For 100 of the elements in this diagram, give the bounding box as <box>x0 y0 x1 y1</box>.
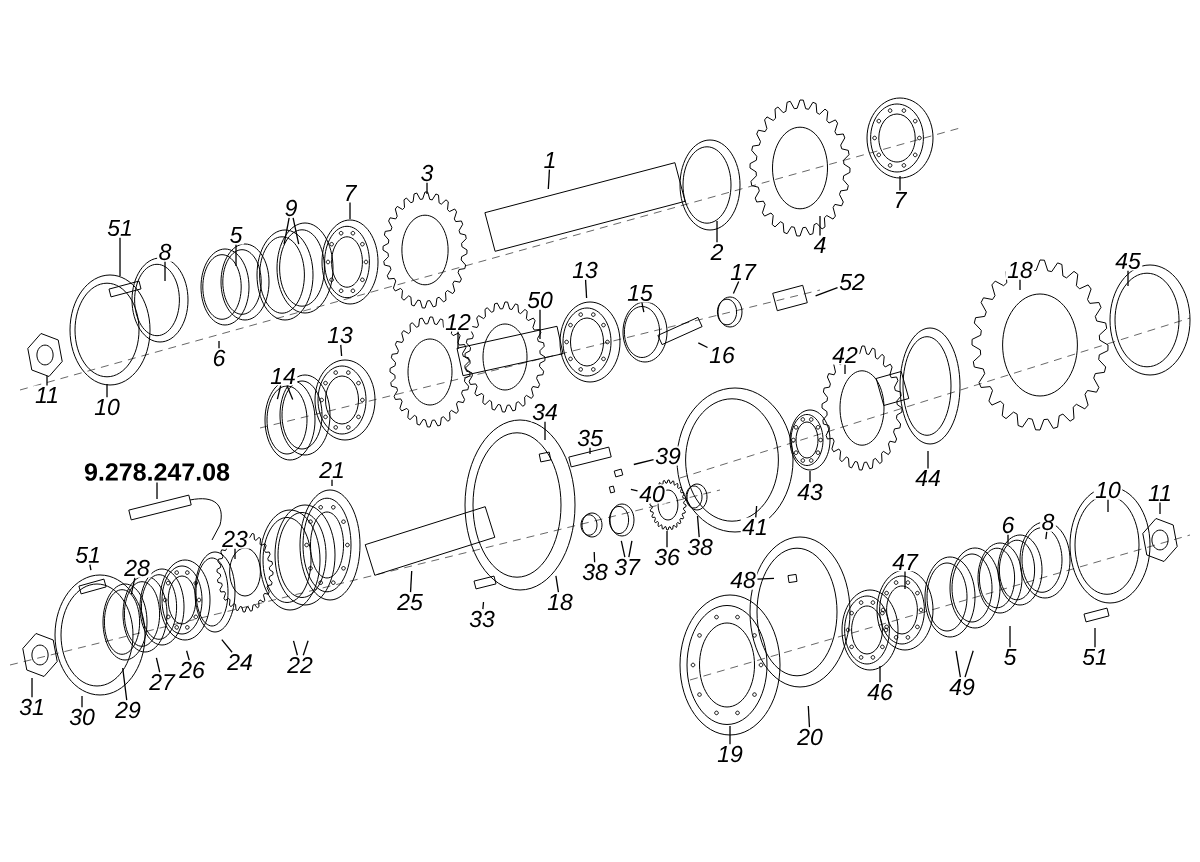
leader-line <box>1007 534 1009 545</box>
leader-line <box>349 201 351 220</box>
leader-line <box>46 375 48 387</box>
leader-line <box>31 677 33 698</box>
callout-number: 43 <box>795 482 825 502</box>
leader-line <box>221 639 233 653</box>
callout-number: 5 <box>228 225 244 245</box>
callout-number: 30 <box>67 707 97 727</box>
callout-number: 8 <box>1040 512 1056 532</box>
leader-line <box>1045 531 1048 540</box>
leader-line <box>666 530 668 548</box>
callout-number: 10 <box>92 397 122 417</box>
leader-line <box>593 551 596 563</box>
leader-line <box>584 279 588 299</box>
leader-line <box>218 340 220 349</box>
leader-line <box>283 217 290 245</box>
leader-line <box>716 220 718 243</box>
callout-number: 39 <box>653 446 683 466</box>
leader-line <box>1159 501 1161 515</box>
leader-line <box>589 447 591 455</box>
callout-number: 16 <box>707 345 737 365</box>
callout-number: 38 <box>580 562 610 582</box>
leader-line <box>814 286 839 297</box>
leader-line <box>899 175 901 192</box>
leader-line <box>156 481 158 500</box>
callout-number: 49 <box>947 677 977 697</box>
leader-line <box>696 515 700 538</box>
callout-number: 35 <box>575 428 605 448</box>
callout-number: 2 <box>709 242 725 262</box>
leader-line <box>630 488 639 492</box>
leader-line <box>331 479 333 487</box>
leader-line <box>1107 499 1109 513</box>
leader-line <box>879 665 881 683</box>
leader-line <box>106 383 108 398</box>
leader-line <box>1127 270 1129 287</box>
callout-number: 21 <box>317 460 347 480</box>
leader-line <box>340 344 343 357</box>
leader-line <box>697 342 709 349</box>
callout-number: 42 <box>830 345 860 365</box>
leader-line <box>844 364 846 375</box>
leader-line <box>292 217 300 245</box>
leader-line <box>409 570 413 593</box>
callout-number: 26 <box>177 660 207 680</box>
callout-number: 31 <box>17 697 47 717</box>
leader-line <box>155 657 161 673</box>
leader-line <box>539 309 541 340</box>
leader-line <box>426 182 428 195</box>
callout-number: 38 <box>685 537 715 557</box>
callout-number: 9 <box>283 198 299 218</box>
callout-number: 28 <box>122 558 152 578</box>
leader-line <box>819 215 821 237</box>
callout-number: 13 <box>325 325 355 345</box>
leader-line <box>457 331 459 350</box>
leader-line <box>633 458 655 466</box>
leader-line <box>482 601 485 610</box>
callout-number: 3 <box>419 163 435 183</box>
leader-line <box>286 384 294 401</box>
leader-line <box>276 384 282 400</box>
callout-number: 27 <box>147 672 177 692</box>
leader-line <box>809 470 811 483</box>
callout-number: 45 <box>1113 251 1143 271</box>
callout-number: 6 <box>1000 515 1016 535</box>
callout-number: 51 <box>73 545 103 565</box>
leader-line <box>620 540 626 558</box>
leader-line <box>89 564 92 571</box>
callout-number: 51 <box>105 218 135 238</box>
callout-number: 13 <box>570 260 600 280</box>
leader-line <box>904 570 906 590</box>
leader-line <box>755 505 758 519</box>
leader-line <box>119 237 121 277</box>
callout-number: 33 <box>467 609 497 629</box>
leader-line <box>81 695 83 708</box>
leader-line <box>547 168 551 190</box>
callout-number: 52 <box>837 272 867 292</box>
callout-number: 12 <box>443 312 473 332</box>
leader-line <box>292 640 299 656</box>
leader-line <box>729 725 731 745</box>
callout-number: 51 <box>1080 647 1110 667</box>
callout-number: 40 <box>637 484 667 504</box>
callout-number: 29 <box>113 700 143 720</box>
leader-line <box>1009 625 1011 648</box>
leader-line <box>122 667 128 701</box>
callout-number: 37 <box>612 557 642 577</box>
callout-number: 15 <box>625 283 655 303</box>
callout-number: 36 <box>652 547 682 567</box>
callout-number: 46 <box>865 682 895 702</box>
callout-number: 19 <box>715 744 745 764</box>
callout-number: 8 <box>157 242 173 262</box>
leader-line <box>302 640 309 656</box>
callout-number: 48 <box>728 570 758 590</box>
leader-line <box>964 650 974 678</box>
leader-line <box>927 450 929 470</box>
callout-number: 25 <box>395 592 425 612</box>
leader-line <box>1019 279 1021 291</box>
callout-number: 20 <box>795 727 825 747</box>
leader-line <box>235 244 237 267</box>
leader-line <box>641 302 645 313</box>
callout-number: 10 <box>1093 480 1123 500</box>
leader-line <box>234 548 236 560</box>
leader-line <box>955 650 961 678</box>
